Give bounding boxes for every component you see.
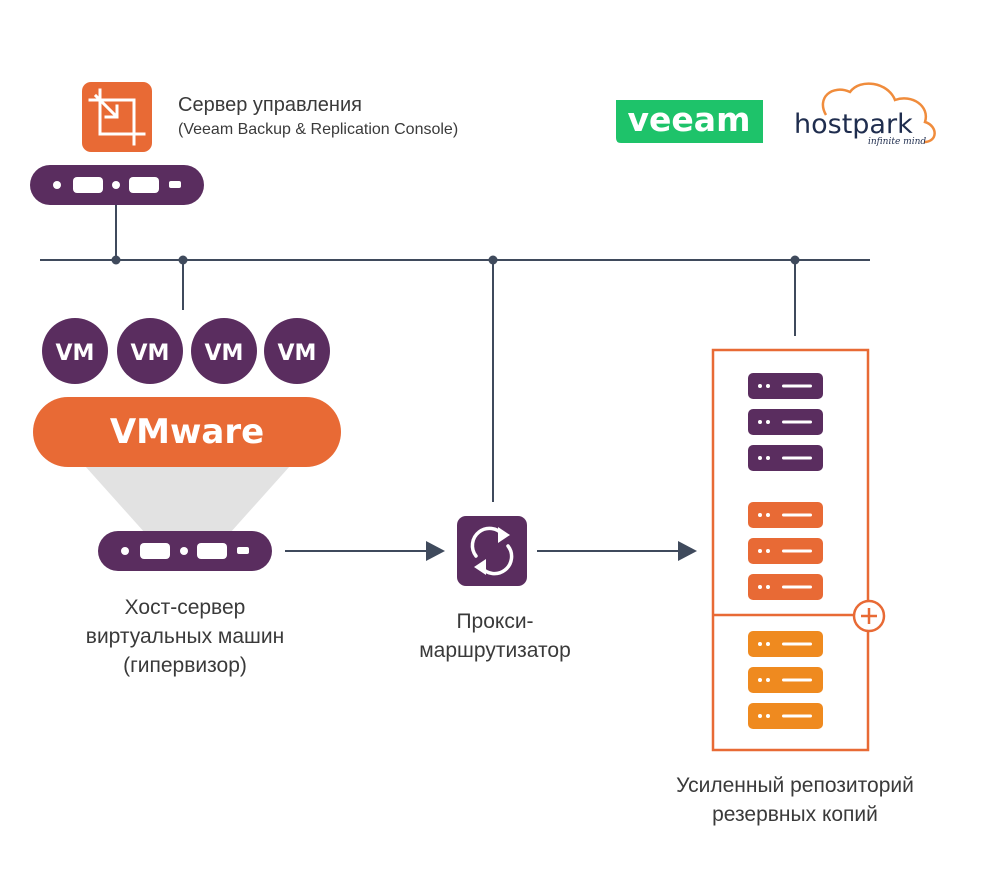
management-console-icon (82, 82, 152, 152)
vm-circle (191, 318, 257, 384)
management-server-unit (30, 165, 204, 205)
proxy-sync-icon (457, 516, 527, 586)
server-unit-icon (748, 502, 823, 528)
repository-frame (711, 348, 870, 752)
vm-label: VM (56, 341, 95, 366)
arrowhead-icon (426, 541, 445, 561)
management-server-subtitle: (Veeam Backup & Replication Console) (178, 121, 459, 138)
veeam-logo: veeam (616, 100, 763, 143)
junction-dot (111, 255, 121, 265)
repository-label: Усиленный репозиторий резервных копий (676, 774, 914, 826)
junction-dot (790, 255, 800, 265)
server-unit-icon (748, 667, 823, 693)
management-server-title: Сервер управления (178, 94, 362, 116)
junction-dot (488, 255, 498, 265)
host-server-unit (98, 531, 272, 571)
server-unit-icon (748, 703, 823, 729)
veeam-logo-text: veeam (628, 100, 751, 139)
flow-arrows (285, 541, 697, 561)
vm-circle (117, 318, 183, 384)
server-unit-icon (748, 373, 823, 399)
hostpark-logo-text: hostpark (794, 109, 913, 140)
vm-label: VM (278, 341, 317, 366)
junction-dot (178, 255, 188, 265)
network-junctions (111, 255, 800, 265)
vm-circle (42, 318, 108, 384)
vm-label: VM (131, 341, 170, 366)
hostpark-tagline: infinite mind (868, 137, 926, 147)
hostpark-logo: hostpark infinite mind (794, 82, 936, 147)
host-server-label: Хост-сервер виртуальных машин (гипервизо… (85, 596, 285, 677)
proxy-label: Прокси- маршрутизатор (419, 610, 571, 662)
vmware-label: VMware (110, 412, 264, 452)
hardened-repository (711, 348, 886, 752)
vm-group: VM VM VM VM (42, 318, 330, 384)
vm-circle (264, 318, 330, 384)
server-stacks (748, 373, 823, 729)
network-lines (40, 205, 870, 502)
vm-label: VM (205, 341, 244, 366)
server-unit-icon (748, 445, 823, 471)
vmware-platform: VMware (33, 397, 341, 467)
server-unit-icon (748, 538, 823, 564)
server-unit-icon (748, 631, 823, 657)
server-unit-icon (748, 409, 823, 435)
hypervisor-projection (85, 466, 290, 533)
server-unit-icon (748, 574, 823, 600)
arrowhead-icon (678, 541, 697, 561)
